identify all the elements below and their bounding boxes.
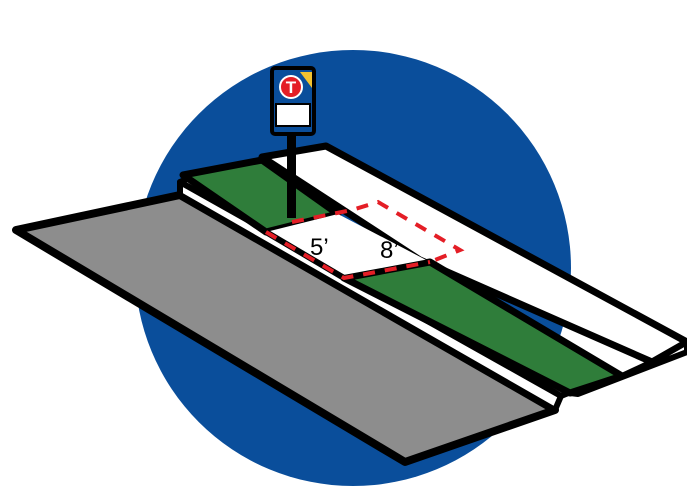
sidewalk-edge xyxy=(567,339,687,397)
landing-pad xyxy=(266,214,430,278)
sign-logo-letter: T xyxy=(286,78,297,97)
bus-stop-sign: T xyxy=(270,66,316,136)
sign-logo-accent xyxy=(300,72,312,88)
pad-outline-dashed-back xyxy=(291,199,465,264)
pad-outline-dashed xyxy=(264,230,431,281)
sign-pole xyxy=(287,132,296,218)
width-dimension-label: 5’ xyxy=(310,234,329,261)
sign-logo-icon xyxy=(279,75,303,99)
length-dimension-label: 8’ xyxy=(380,237,399,264)
